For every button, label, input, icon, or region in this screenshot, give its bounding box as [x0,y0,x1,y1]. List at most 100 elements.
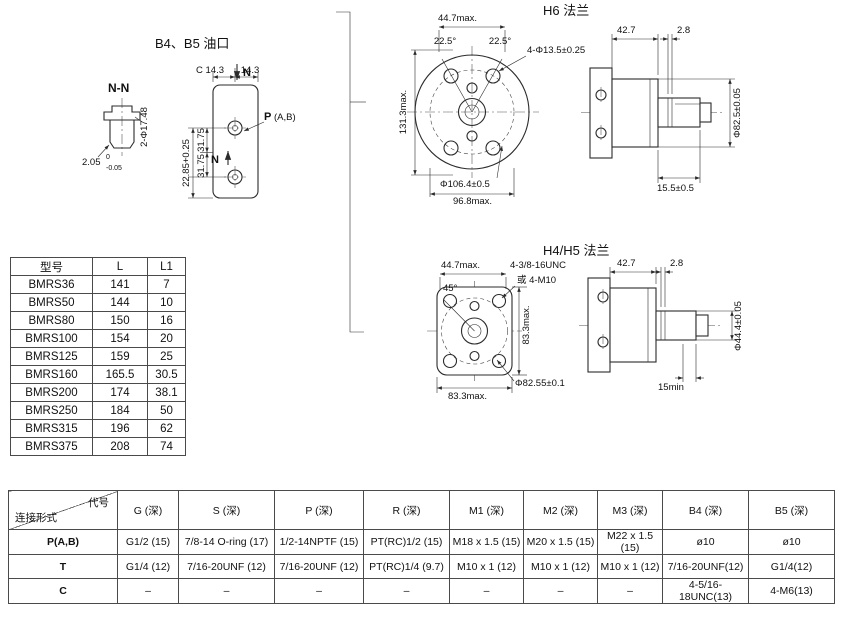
plug-depth-dim: 2.05 [82,157,101,168]
plug-depth-tol-top: 0 [106,154,110,161]
h45-front-view: 44.7max. 45° 4-3/8-16UNC 或 4-M10 83.3max… [427,260,566,402]
table-cell: – [363,578,450,604]
column-header-b4: B4 (深) [662,490,749,530]
port-p-label: P [264,111,271,123]
h45-flange-drawing: H4/H5 法兰 44.7max. 45° 4-3/8-16UNC 或 4-M [427,243,744,402]
table-cell: PT(RC)1/2 (15) [363,529,450,555]
table-cell: – [449,578,524,604]
table-cell: 174 [92,383,148,402]
section-arrow-n-top: N [243,67,251,79]
column-header-g: G (深) [117,490,179,530]
h45-dim-42-7: 42.7 [617,258,636,269]
table-cell: M22 x 1.5 (15) [597,529,663,555]
table-cell: 16 [147,311,186,330]
h6-front-view: 44.7max. 22.5° 22.5° 4-Φ13.5±0.25 131.3m… [398,13,585,207]
corner-header-cell: 代号 连接形式 [8,490,118,530]
table-cell: 10 [147,293,186,312]
table-cell: 7/16-20UNF (12) [274,554,364,579]
dim-v2-label: 31.75 [196,154,207,178]
table-cell: 7/16-20UNF (12) [178,554,275,579]
table-cell: BMRS100 [10,329,93,348]
table-cell: – [178,578,275,604]
table-cell: M10 x 1 (12) [449,554,524,579]
table-cell: M10 x 1 (12) [523,554,598,579]
dim-right-label: 14.3 [241,65,260,76]
table-cell: 38.1 [147,383,186,402]
h45-dim-15: 15min [658,382,684,393]
h45-bolt-note-2: 或 4-M10 [517,274,556,286]
h45-width-dim: 44.7max. [441,260,480,271]
column-header-l: L [92,257,148,276]
h6-title: H6 法兰 [543,3,589,18]
corner-label-code: 代号 [88,497,109,509]
table-cell: BMRS160 [10,365,93,384]
h45-height-dim: 83.3max. [521,305,532,344]
table-row: C–––––––4-5/16-18UNC(13)4-M6(13) [8,578,835,604]
plug-depth-tol-bottom: -0.05 [106,165,122,172]
section-arrow-n-mid: N [211,154,219,166]
table-cell: 74 [147,437,186,456]
table-cell: 50 [147,401,186,420]
table-cell: M10 x 1 (12) [597,554,663,579]
h6-pilot-dim: Φ106.4±0.5 [440,179,490,190]
port-ab-label: (A,B) [274,112,296,123]
table-cell: 20 [147,329,186,348]
table-cell: – [523,578,598,604]
port-hole-lower [224,166,246,188]
corner-label-connection: 连接形式 [15,512,57,524]
table-cell: 184 [92,401,148,420]
table-cell: BMRS125 [10,347,93,366]
h6-width-dim: 44.7max. [438,13,477,24]
h6-bolt-note: 4-Φ13.5±0.25 [527,45,585,56]
table-cell: M18 x 1.5 (15) [449,529,524,555]
table-cell: 154 [92,329,148,348]
plug-cross-section: 2-Φ17.48 2.05 0 -0.05 [82,98,150,172]
table-cell: BMRS36 [10,275,93,294]
h6-angle-left: 22.5° [434,36,456,47]
table-row: P(A,B)G1/2 (15)7/8-14 O-ring (17)1/2-14N… [8,529,835,555]
h45-title: H4/H5 法兰 [543,243,609,258]
table-cell: T [8,554,118,579]
h6-span-dim: 96.8max. [453,196,492,207]
h45-shaft-dim: Φ44.4±0.05 [733,301,744,351]
h45-side-hole-lower [597,334,609,350]
h45-bolt-note-1: 4-3/8-16UNC [510,260,566,271]
dim-v1-label: 31.75 [196,128,207,152]
column-header-l1: L1 [147,257,186,276]
h6-spigot-dim: Φ82.5±0.05 [732,88,743,138]
h45-side-hole-upper [597,289,609,305]
column-header-m3: M3 (深) [597,490,663,530]
table-cell: ø10 [662,529,749,555]
h6-flange-drawing: H6 法兰 44.7max. 22.5° 22.5° [398,3,743,207]
table-cell: BMRS250 [10,401,93,420]
column-header-b5: B5 (深) [748,490,835,530]
column-header-m2: M2 (深) [523,490,598,530]
table-cell: 144 [92,293,148,312]
h6-side-hole-lower [595,125,607,141]
h45-angle: 45° [443,283,458,294]
table-cell: 7 [147,275,186,294]
port-hole-upper [224,117,246,139]
column-header-s: S (深) [178,490,275,530]
column-header-r: R (深) [363,490,450,530]
table-cell: BMRS80 [10,311,93,330]
port-section-drawing: B4、B5 油口 N-N 2-Φ17.48 2.05 0 -0.05 [82,36,296,199]
table-cell: BMRS200 [10,383,93,402]
table-cell: 25 [147,347,186,366]
table-cell: 150 [92,311,148,330]
h45-dim-2-8: 2.8 [670,258,683,269]
connection-type-table: 代号 连接形式 G (深) S (深) P (深) R (深) M1 (深) M… [8,490,835,604]
table-cell: C [8,578,118,604]
table-cell: BMRS50 [10,293,93,312]
table-cell: 4-5/16-18UNC(13) [662,578,749,604]
table-cell: 7/8-14 O-ring (17) [178,529,275,555]
port-section-title: B4、B5 油口 [155,36,229,51]
